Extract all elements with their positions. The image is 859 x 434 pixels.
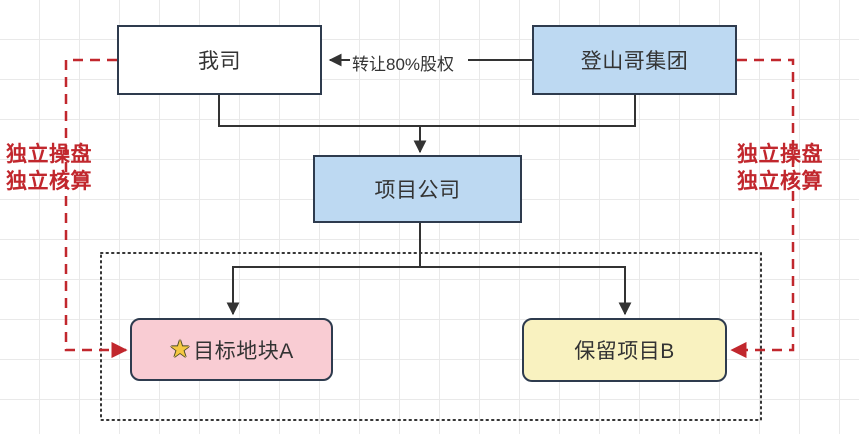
edge-group-to-bus <box>420 95 636 127</box>
star-icon: ★ <box>169 335 192 363</box>
edge-independence-left <box>64 58 128 359</box>
node-retained-project-b[interactable]: 保留项目B <box>522 318 727 382</box>
node-project-company[interactable]: 项目公司 <box>313 155 522 223</box>
note-independence-left-line2: 独立核算 <box>6 170 92 193</box>
node-wosi[interactable]: 我司 <box>117 25 322 95</box>
edge-to-plot-a <box>226 266 420 316</box>
note-independence-right-line1: 独立操盘 <box>737 143 823 166</box>
node-retained-project-b-label: 保留项目B <box>574 340 675 363</box>
edge-wosi-to-bus <box>218 95 420 127</box>
node-dengshange-group-label: 登山哥集团 <box>580 50 689 73</box>
note-independence-right-line2: 独立核算 <box>737 170 823 193</box>
node-dengshange-group[interactable]: 登山哥集团 <box>532 25 737 95</box>
note-independence-left: 独立操盘 独立核算 <box>6 141 92 195</box>
edge-to-project-b <box>420 266 632 316</box>
node-project-company-label: 项目公司 <box>374 179 461 202</box>
node-target-plot-a[interactable]: ★ 目标地块A <box>130 318 333 381</box>
node-target-plot-a-label: 目标地块A <box>193 339 294 363</box>
node-wosi-label: 我司 <box>198 50 241 73</box>
note-independence-right: 独立操盘 独立核算 <box>737 141 823 195</box>
edge-label-transfer: 转让80%股权 <box>352 55 455 74</box>
edge-independence-right <box>730 58 795 359</box>
note-independence-left-line1: 独立操盘 <box>6 143 92 166</box>
